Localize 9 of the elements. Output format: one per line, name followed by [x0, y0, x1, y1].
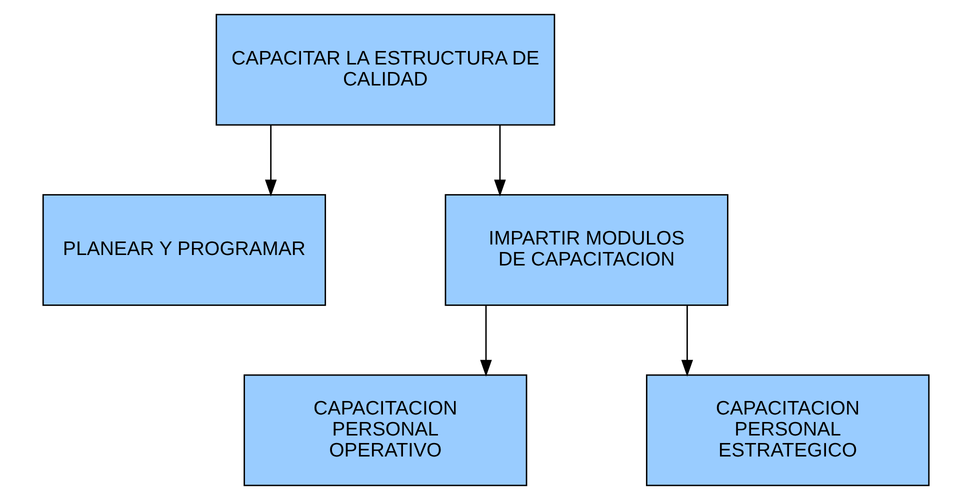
arrow: [480, 305, 492, 376]
node-box: CAPACITAR LA ESTRUCTURA DE CALIDAD: [216, 13, 556, 126]
node-box: CAPACITACION PERSONAL OPERATIVO: [244, 374, 528, 486]
node-box: CAPACITACION PERSONAL ESTRATEGICO: [646, 374, 930, 486]
node-box: IMPARTIR MODULOS DE CAPACITACION: [444, 194, 728, 306]
arrow: [494, 124, 506, 196]
arrow: [681, 305, 694, 376]
node-box: PLANEAR Y PROGRAMAR: [42, 194, 326, 306]
arrow: [264, 124, 277, 196]
